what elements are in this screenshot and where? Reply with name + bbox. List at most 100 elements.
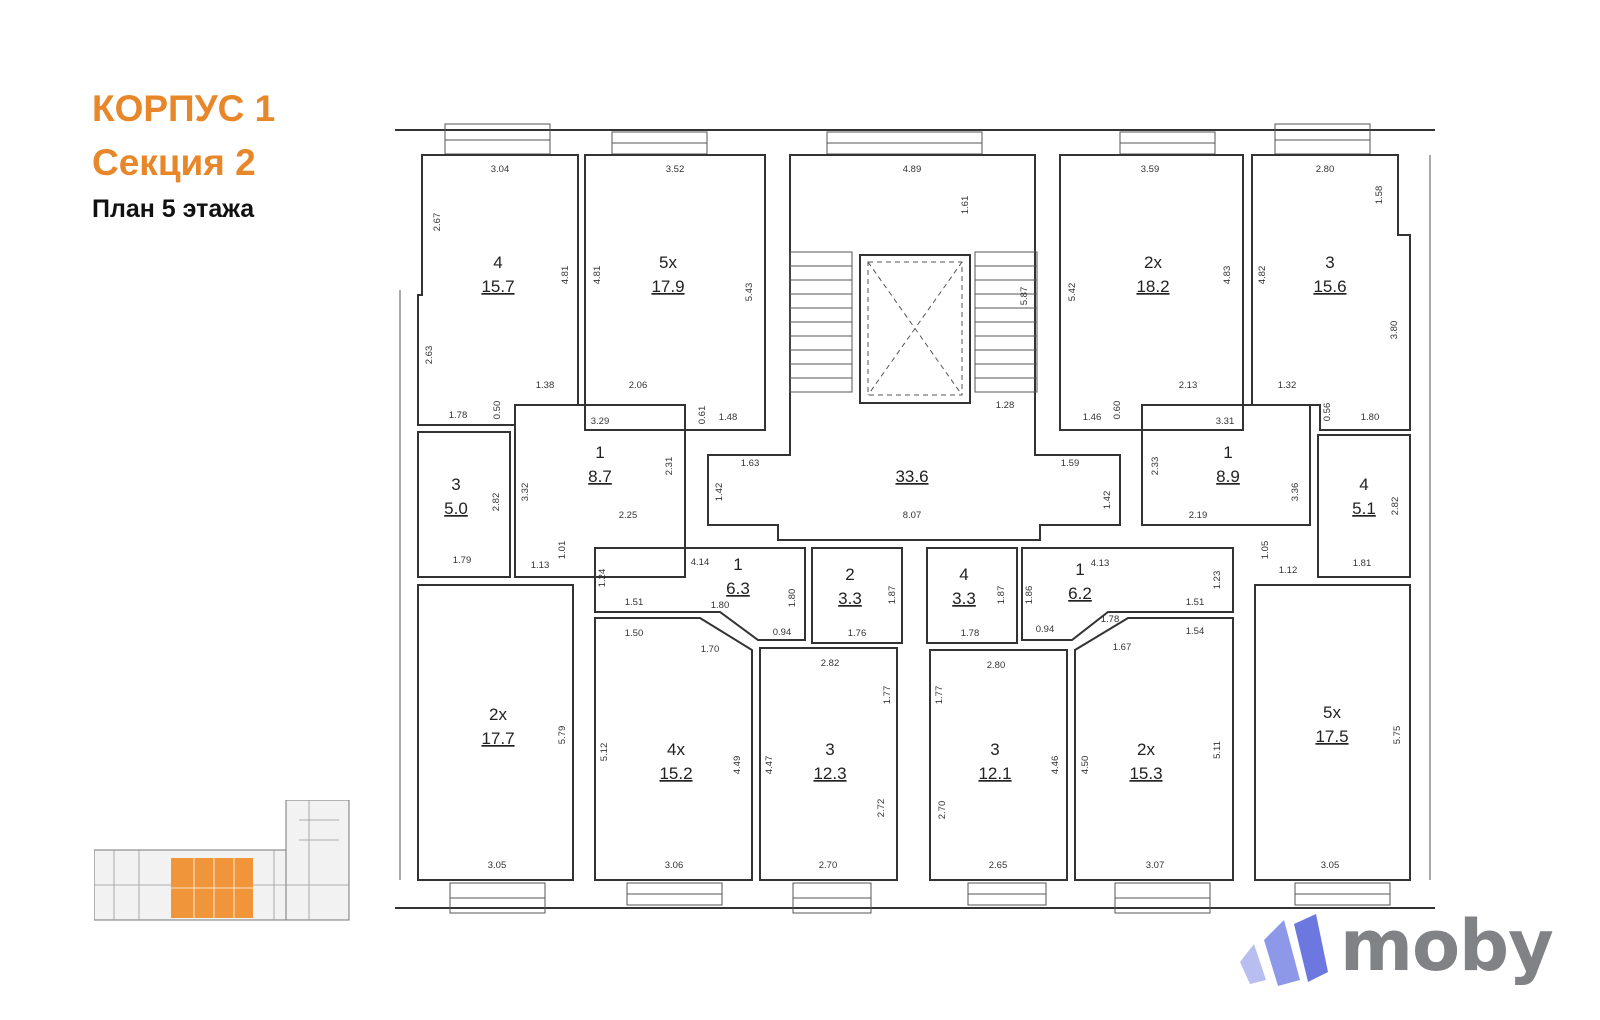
section-key-plan bbox=[94, 800, 350, 921]
dimension-label: 4.81 bbox=[592, 266, 603, 285]
room-number: 4х bbox=[667, 740, 685, 759]
dimension-label: 2.33 bbox=[1150, 457, 1161, 476]
dimension-label: 1.42 bbox=[1102, 491, 1113, 510]
dimension-label: 1.38 bbox=[536, 380, 555, 391]
room-number: 2х bbox=[489, 705, 507, 724]
dimension-label: 1.67 bbox=[1113, 642, 1132, 653]
room-area: 15.7 bbox=[481, 277, 514, 296]
dimension-label: 1.24 bbox=[597, 569, 608, 588]
dimension-label: 1.86 bbox=[1024, 586, 1035, 605]
dimension-label: 3.29 bbox=[591, 416, 610, 427]
room-area: 17.5 bbox=[1315, 727, 1348, 746]
dimension-label: 2.80 bbox=[1316, 164, 1335, 175]
room-labels: 4 15.7 5х 17.9 2х 18.2 3 15.6 3 5.0 1 8.7 33.6 1 8.9 4 5… bbox=[444, 253, 1376, 783]
room-area: 3.3 bbox=[838, 589, 862, 608]
room-number: 3 bbox=[825, 740, 834, 759]
dimension-label: 1.87 bbox=[996, 586, 1007, 605]
room-area: 17.9 bbox=[651, 277, 684, 296]
room-area: 15.2 bbox=[659, 764, 692, 783]
dimension-label: 2.67 bbox=[432, 213, 443, 232]
dimension-label: 4.13 bbox=[1091, 558, 1110, 569]
dimension-label: 2.13 bbox=[1179, 380, 1198, 391]
room-area: 15.3 bbox=[1129, 764, 1162, 783]
dimension-label: 5.75 bbox=[1392, 726, 1403, 745]
room-number: 3 bbox=[1325, 253, 1334, 272]
dimension-label: 4.50 bbox=[1080, 756, 1091, 775]
room-number: 4 bbox=[959, 565, 968, 584]
room-number: 1 bbox=[1223, 443, 1232, 462]
room-area: 6.2 bbox=[1068, 584, 1092, 603]
dimension-label: 1.63 bbox=[741, 458, 760, 469]
room-area: 33.6 bbox=[895, 467, 928, 486]
dimension-label: 3.07 bbox=[1146, 860, 1165, 871]
room-area: 8.9 bbox=[1216, 467, 1240, 486]
room-area: 15.6 bbox=[1313, 277, 1346, 296]
room-number: 1 bbox=[1075, 560, 1084, 579]
dimension-label: 3.59 bbox=[1141, 164, 1160, 175]
room-area: 17.7 bbox=[481, 729, 514, 748]
dimension-label: 3.05 bbox=[488, 860, 507, 871]
dimension-label: 0.94 bbox=[1036, 624, 1055, 635]
section-title: Секция 2 bbox=[92, 142, 256, 183]
dimension-label: 3.36 bbox=[1290, 483, 1301, 502]
room-number: 3 bbox=[990, 740, 999, 759]
room-area: 18.2 bbox=[1136, 277, 1169, 296]
dimension-label: 1.78 bbox=[961, 628, 980, 639]
dimension-label: 2.31 bbox=[664, 457, 675, 476]
dimension-label: 1.51 bbox=[625, 597, 644, 608]
dimension-label: 4.89 bbox=[903, 164, 922, 175]
room-walls bbox=[417, 154, 1411, 881]
dimension-label: 1.46 bbox=[1083, 412, 1102, 423]
dimension-label: 1.80 bbox=[787, 589, 798, 608]
room-number: 2 bbox=[845, 565, 854, 584]
dimension-label: 4.83 bbox=[1222, 266, 1233, 285]
room-area: 3.3 bbox=[952, 589, 976, 608]
room-area: 5.0 bbox=[444, 499, 468, 518]
dimension-label: 4.81 bbox=[560, 266, 571, 285]
dimension-label: 3.32 bbox=[520, 483, 531, 502]
building-title: КОРПУС 1 bbox=[92, 88, 276, 129]
dimension-label: 2.63 bbox=[424, 346, 435, 365]
dimension-label: 1.70 bbox=[701, 644, 720, 655]
dimension-label: 8.07 bbox=[903, 510, 922, 521]
dimension-label: 2.70 bbox=[937, 801, 948, 820]
dimension-label: 0.60 bbox=[1112, 401, 1123, 420]
dimension-label: 1.01 bbox=[557, 541, 568, 560]
dimension-label: 4.47 bbox=[764, 756, 775, 775]
dimension-label: 1.80 bbox=[711, 600, 730, 611]
dimension-label: 3.04 bbox=[491, 164, 510, 175]
dimension-label: 2.82 bbox=[1390, 497, 1401, 516]
dimension-label: 5.79 bbox=[557, 726, 568, 745]
windows-top bbox=[444, 123, 1371, 155]
dimension-label: 5.42 bbox=[1067, 283, 1078, 302]
room-number: 2х bbox=[1137, 740, 1155, 759]
dimension-label: 4.46 bbox=[1050, 756, 1061, 775]
dimension-label: 5.11 bbox=[1212, 741, 1223, 759]
room-number: 5х bbox=[1323, 703, 1341, 722]
room-number: 1 bbox=[595, 443, 604, 462]
dimension-label: 1.32 bbox=[1278, 380, 1297, 391]
dimension-label: 1.61 bbox=[960, 196, 971, 215]
dimension-label: 1.50 bbox=[625, 628, 644, 639]
dimension-label: 0.50 bbox=[492, 401, 503, 420]
stairwell bbox=[789, 251, 1038, 404]
dimension-label: 3.31 bbox=[1216, 416, 1235, 427]
room-area: 8.7 bbox=[588, 467, 612, 486]
dimension-label: 1.76 bbox=[848, 628, 867, 639]
dimension-label: 3.05 bbox=[1321, 860, 1340, 871]
room-number: 1 bbox=[733, 555, 742, 574]
dimension-label: 5.87 bbox=[1019, 287, 1030, 306]
plan-header: КОРПУС 1 Секция 2 План 5 этажа bbox=[92, 82, 275, 226]
dimension-label: 2.82 bbox=[821, 658, 840, 669]
dimension-label: 2.65 bbox=[989, 860, 1008, 871]
dimension-label: 2.80 bbox=[987, 660, 1006, 671]
dimension-label: 2.25 bbox=[619, 510, 638, 521]
dimension-label: 1.79 bbox=[453, 555, 472, 566]
room-number: 5х bbox=[659, 253, 677, 272]
windows-bottom bbox=[449, 882, 1391, 914]
room-number: 4 bbox=[493, 253, 502, 272]
room-area: 5.1 bbox=[1352, 499, 1376, 518]
dimension-label: 2.70 bbox=[819, 860, 838, 871]
dimension-label: 0.94 bbox=[773, 627, 792, 638]
